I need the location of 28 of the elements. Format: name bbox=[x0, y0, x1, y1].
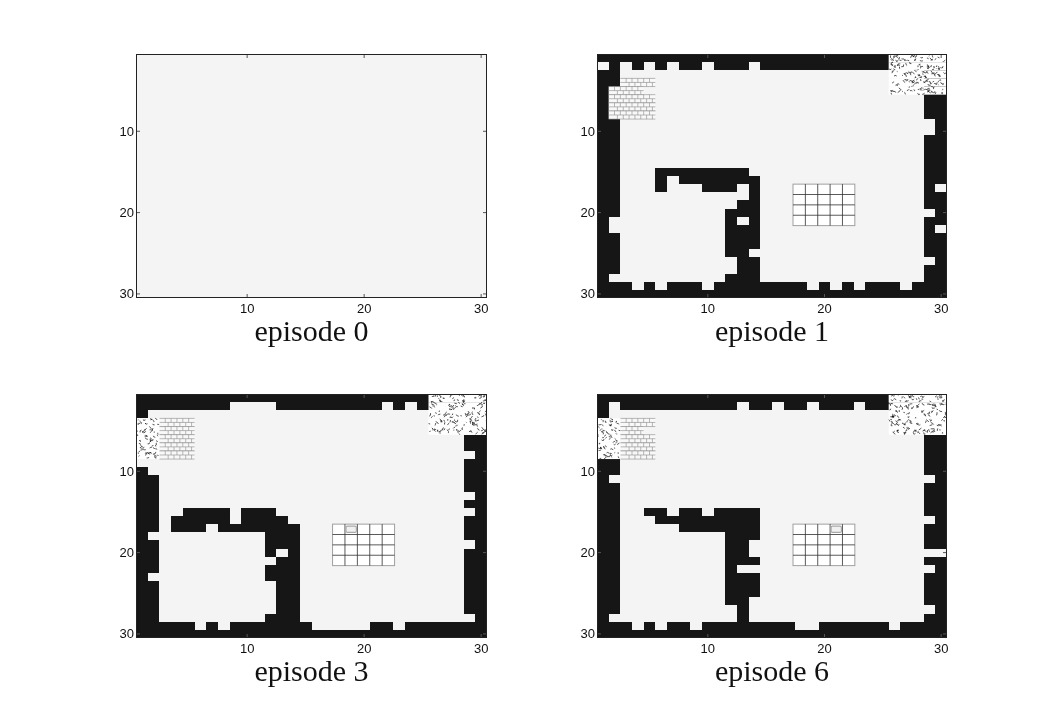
axis-tick-label: 30 bbox=[119, 286, 134, 302]
axis-tick-label: 10 bbox=[580, 123, 595, 139]
axis-tick-label: 10 bbox=[700, 641, 716, 656]
axis-tick-label: 20 bbox=[119, 545, 134, 561]
axis-tick-label: 20 bbox=[817, 301, 832, 316]
panel-caption: episode 6 bbox=[714, 654, 830, 688]
panel-caption: episode 1 bbox=[714, 314, 830, 348]
axis-tick-label: 30 bbox=[580, 286, 595, 302]
axis-tick-label: 30 bbox=[473, 641, 489, 656]
axis-tick-label: 20 bbox=[580, 545, 595, 561]
axis-tick-label: 30 bbox=[473, 301, 489, 316]
axis-tick-label: 10 bbox=[239, 641, 255, 656]
axis-tick-label: 10 bbox=[119, 123, 134, 139]
axis-tick-label: 20 bbox=[817, 641, 832, 656]
axis-tick-label: 20 bbox=[580, 205, 595, 221]
axis-tick-label: 20 bbox=[356, 641, 372, 656]
axis-tick-label: 10 bbox=[580, 463, 595, 479]
panel-caption: episode 3 bbox=[254, 654, 369, 688]
axis-tick-label: 10 bbox=[239, 301, 255, 316]
axis-tick-label: 30 bbox=[119, 626, 134, 642]
panel-caption: episode 0 bbox=[254, 314, 369, 348]
axis-tick-label: 10 bbox=[700, 301, 716, 316]
axis-tick-label: 30 bbox=[933, 301, 949, 316]
axis-tick-label: 30 bbox=[580, 626, 595, 642]
axis-tick-label: 20 bbox=[356, 301, 372, 316]
axis-tick-label: 20 bbox=[119, 205, 134, 221]
axis-tick-label: 10 bbox=[119, 463, 134, 479]
axis-tick-label: 30 bbox=[933, 641, 949, 656]
